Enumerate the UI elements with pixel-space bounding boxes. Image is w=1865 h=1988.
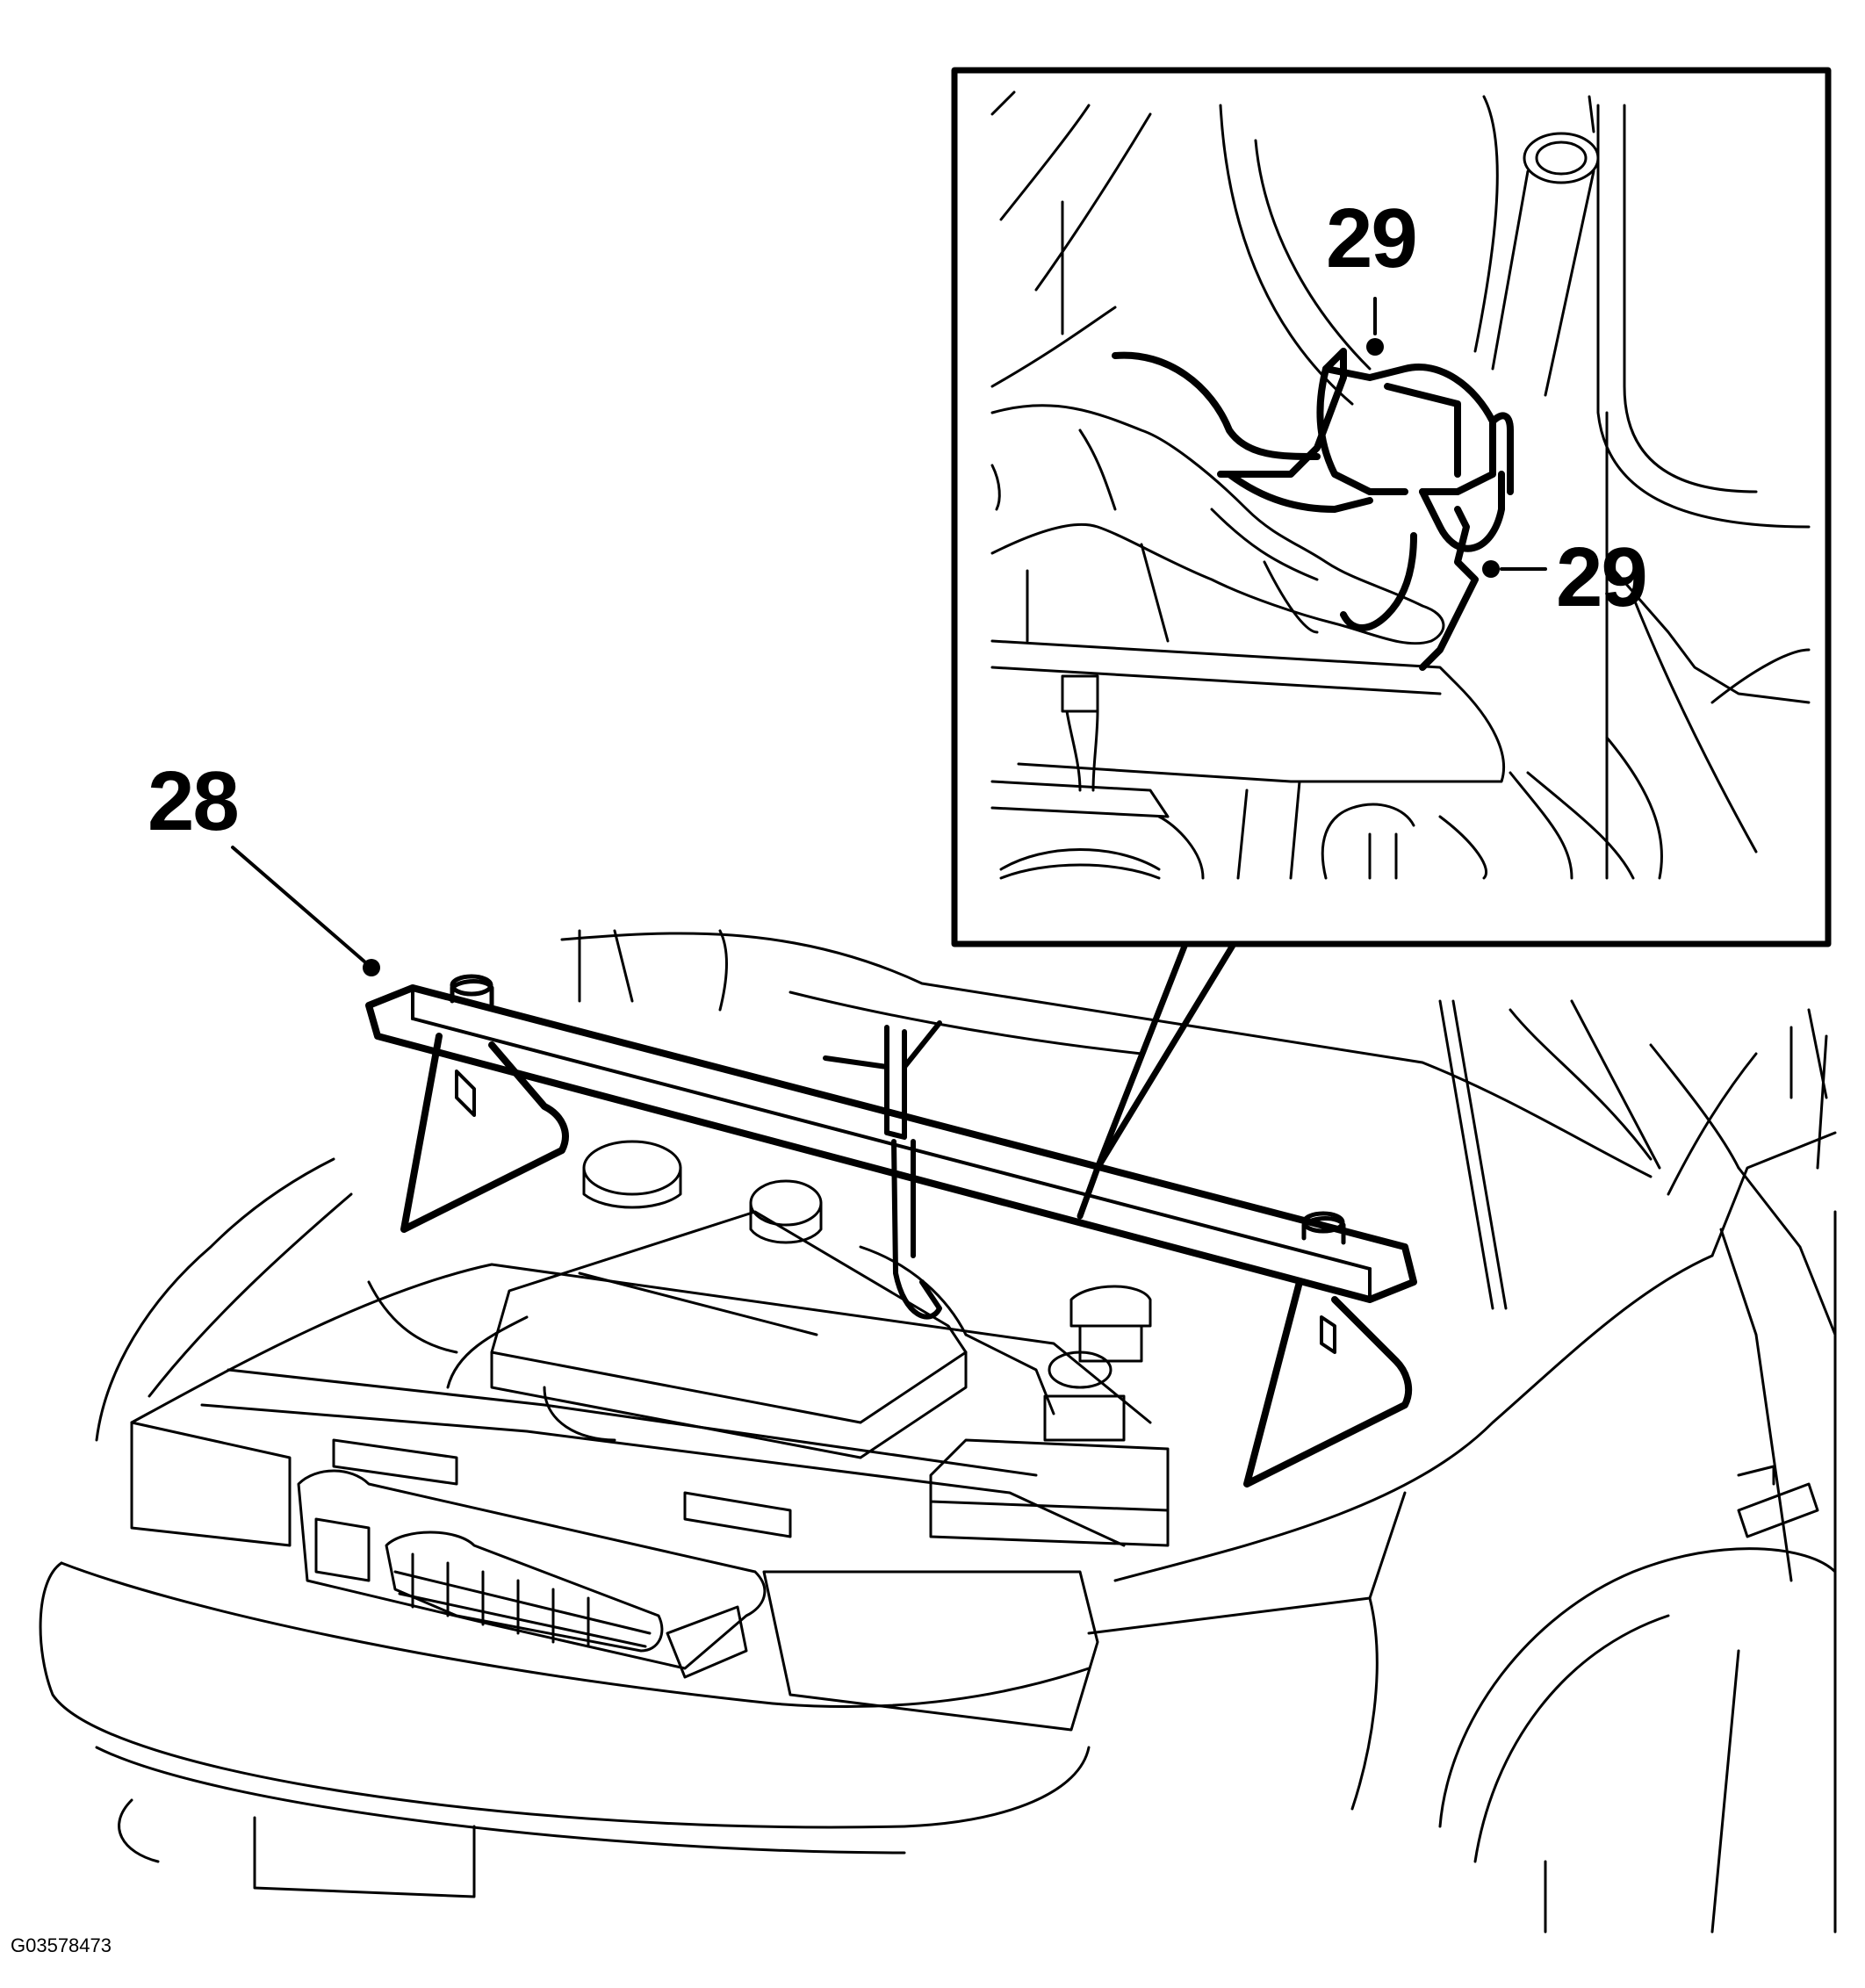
raised-hood <box>562 933 1651 1177</box>
technician-hand <box>992 406 1444 644</box>
door-handle <box>1739 1484 1818 1537</box>
left-headlight <box>132 1423 290 1545</box>
battery <box>931 1440 1168 1510</box>
inset-drawing <box>992 92 1809 878</box>
front-grille <box>299 1471 765 1677</box>
callout-29-upper: 29 <box>1326 191 1418 285</box>
support-leg-left <box>404 1036 565 1229</box>
callout-29-right: 29 <box>1556 530 1648 624</box>
inset-frame <box>954 70 1828 944</box>
lifting-hook <box>887 1027 904 1137</box>
callout-28: 28 <box>148 754 240 848</box>
license-plate <box>255 1818 474 1897</box>
engine-bay <box>202 931 1826 1545</box>
leaders-29 <box>1366 299 1545 578</box>
front-bumper <box>40 1563 1089 1827</box>
brake-fluid-reservoir <box>1071 1286 1150 1326</box>
connector-29 <box>1115 351 1510 667</box>
hood-prop-rod <box>1440 1001 1493 1308</box>
right-headlight <box>764 1572 1098 1730</box>
leader-28 <box>233 847 380 976</box>
oil-filler-cap <box>751 1181 821 1225</box>
car-body <box>40 1010 1835 1932</box>
inset-pointer <box>1080 944 1234 1216</box>
figure-id: G03578473 <box>11 1934 112 1956</box>
support-leg-right <box>1247 1282 1408 1484</box>
detail-inset <box>954 70 1828 944</box>
right-fender <box>1115 1256 1712 1581</box>
engine-support-bar <box>369 976 1414 1484</box>
